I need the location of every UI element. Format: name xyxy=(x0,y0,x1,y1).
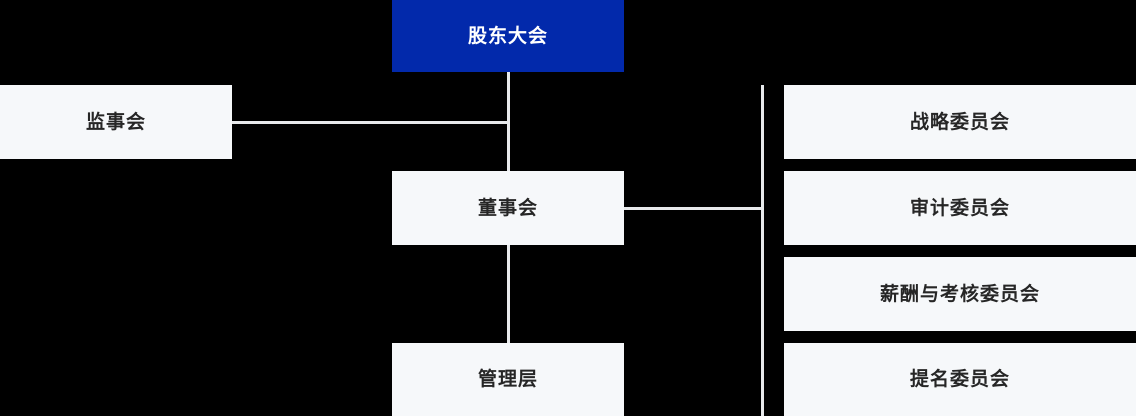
node-management-label: 管理层 xyxy=(477,369,538,390)
node-strategy-committee-label: 战略委员会 xyxy=(909,111,1010,133)
node-board-of-directors[interactable]: 董事会 xyxy=(392,171,624,245)
node-remuneration-and-appraisal-committee-label: 薪酬与考核委员会 xyxy=(879,283,1040,305)
node-shareholders-meeting-label: 股东大会 xyxy=(467,25,548,47)
connector-board-to-committee-spine xyxy=(624,207,764,210)
connector-supervisors-to-trunk xyxy=(232,121,510,124)
connector-board-to-management xyxy=(507,245,510,343)
node-strategy-committee[interactable]: 战略委员会 xyxy=(784,85,1136,159)
node-shareholders-meeting[interactable]: 股东大会 xyxy=(392,0,624,72)
node-board-of-supervisors-label: 监事会 xyxy=(85,111,146,133)
node-board-of-directors-label: 董事会 xyxy=(477,197,538,219)
connector-committee-spine xyxy=(761,85,764,416)
node-nomination-committee[interactable]: 提名委员会 xyxy=(784,343,1136,416)
node-nomination-committee-label: 提名委员会 xyxy=(909,369,1010,390)
node-audit-committee-label: 审计委员会 xyxy=(909,197,1010,219)
node-remuneration-and-appraisal-committee[interactable]: 薪酬与考核委员会 xyxy=(784,257,1136,331)
node-management[interactable]: 管理层 xyxy=(392,343,624,416)
node-board-of-supervisors[interactable]: 监事会 xyxy=(0,85,232,159)
node-audit-committee[interactable]: 审计委员会 xyxy=(784,171,1136,245)
